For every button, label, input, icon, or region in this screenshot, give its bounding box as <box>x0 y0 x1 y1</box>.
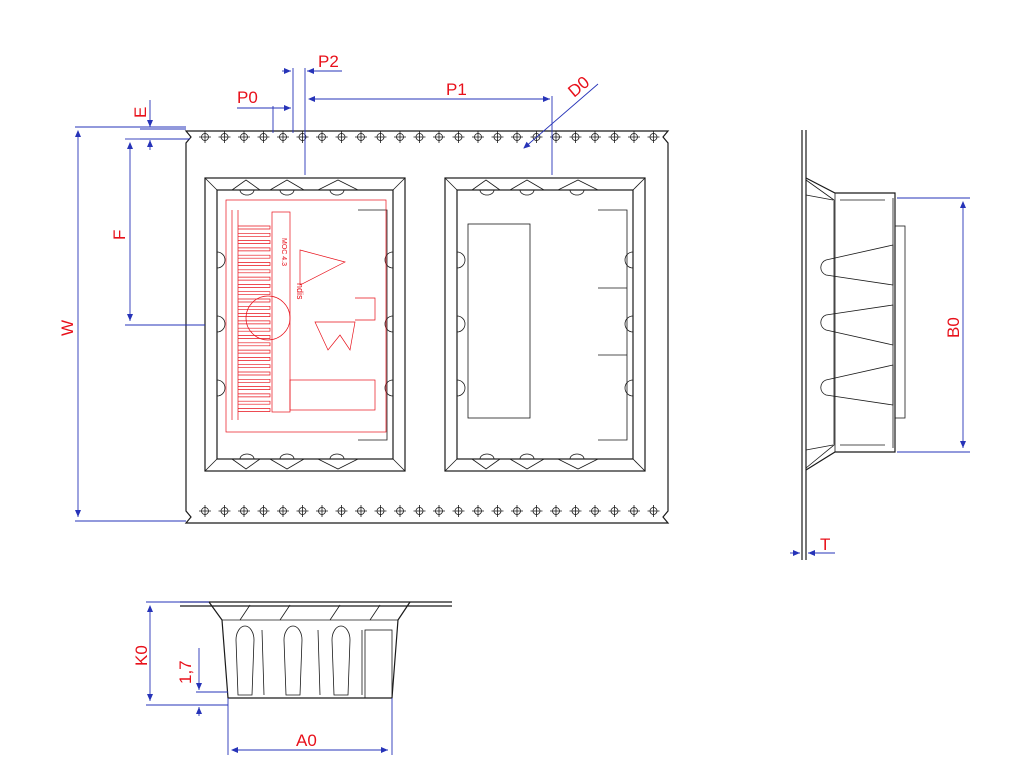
label-p0: P0 <box>237 88 258 107</box>
sprocket-holes <box>199 131 660 517</box>
component-pin <box>238 276 271 281</box>
sprocket-crosshair <box>335 131 348 143</box>
component-pin <box>238 364 271 369</box>
label-1-7: 1,7 <box>176 660 195 684</box>
sprocket-crosshair <box>394 131 406 143</box>
label-f: F <box>110 230 129 240</box>
sprocket-crosshair <box>374 131 387 143</box>
sprocket-crosshair <box>199 505 211 517</box>
component-pin <box>238 240 271 244</box>
chip-marking-2: ndis <box>295 283 305 300</box>
sprocket-crosshair <box>296 131 309 143</box>
sprocket-crosshair <box>608 505 621 517</box>
sprocket-crosshair <box>433 505 445 517</box>
sprocket-crosshair <box>335 505 348 517</box>
sprocket-crosshair <box>374 505 387 517</box>
sprocket-crosshair <box>491 131 504 143</box>
sprocket-crosshair <box>296 505 309 517</box>
sprocket-crosshair <box>589 131 601 143</box>
sprocket-crosshair <box>569 131 582 143</box>
sprocket-crosshair <box>511 505 523 517</box>
sprocket-crosshair <box>550 505 562 517</box>
label-d0: D0 <box>564 73 593 102</box>
component-pin <box>238 400 271 405</box>
sprocket-crosshair <box>238 505 250 517</box>
component-pin <box>238 349 271 354</box>
sprocket-crosshair <box>199 131 211 143</box>
sprocket-crosshair <box>257 131 270 143</box>
label-p2: P2 <box>318 52 339 71</box>
sprocket-crosshair <box>530 505 543 517</box>
sprocket-crosshair <box>589 505 601 517</box>
sprocket-crosshair <box>316 131 328 143</box>
component-pin <box>238 232 271 237</box>
sprocket-crosshair <box>218 131 231 143</box>
sprocket-crosshair <box>608 131 621 143</box>
component-pin <box>238 371 271 376</box>
component-pin <box>238 247 271 252</box>
component-pin <box>238 342 271 347</box>
side-view <box>790 130 970 560</box>
label-e: E <box>131 107 150 118</box>
component-pin <box>238 254 271 259</box>
sprocket-crosshair <box>647 131 660 143</box>
label-b0: B0 <box>944 317 963 338</box>
label-p1: P1 <box>446 80 467 99</box>
front-view <box>146 601 452 755</box>
sprocket-crosshair <box>628 131 640 143</box>
component-pin <box>238 408 271 412</box>
sprocket-crosshair <box>472 505 484 517</box>
component-pins <box>238 225 271 412</box>
component-pin <box>238 269 271 274</box>
tape-outline <box>184 130 670 524</box>
component-pin <box>238 225 271 230</box>
dimension-lines <box>75 68 599 522</box>
component-pin <box>238 378 271 383</box>
sprocket-crosshair <box>628 505 640 517</box>
sprocket-crosshair <box>491 505 504 517</box>
pocket-left <box>204 177 406 472</box>
sprocket-crosshair <box>413 131 426 143</box>
label-k0: K0 <box>132 645 151 666</box>
component-pin <box>238 386 271 390</box>
component-pin <box>238 305 271 310</box>
sprocket-crosshair <box>277 131 289 143</box>
chip-marking-1: MOC 4.3 <box>280 238 287 266</box>
sprocket-crosshair <box>452 505 465 517</box>
sprocket-crosshair <box>452 131 465 143</box>
label-w: W <box>58 320 77 336</box>
sprocket-crosshair <box>218 505 231 517</box>
component-pin <box>238 313 271 317</box>
sprocket-crosshair <box>569 505 582 517</box>
component-pin <box>238 335 271 339</box>
label-a0: A0 <box>296 731 317 750</box>
component-pin <box>238 320 271 325</box>
component-pin <box>238 262 271 266</box>
component-pin <box>238 327 271 332</box>
sprocket-crosshair <box>355 131 367 143</box>
sprocket-crosshair <box>277 505 289 517</box>
component-pin <box>238 393 271 398</box>
sprocket-crosshair <box>257 505 270 517</box>
component-pin <box>238 291 271 296</box>
component-pin <box>238 284 271 288</box>
component-outline: MOC 4.3 ndis <box>225 199 387 433</box>
label-t: T <box>820 535 830 554</box>
sprocket-crosshair <box>433 131 445 143</box>
component-pin <box>238 357 271 361</box>
sprocket-crosshair <box>511 131 523 143</box>
sprocket-crosshair <box>316 505 328 517</box>
sprocket-crosshair <box>472 131 484 143</box>
dimension-labels: E P0 P2 P1 D0 W F B0 T K0 1,7 A0 <box>58 52 963 750</box>
top-view: MOC 4.3 ndis <box>75 68 670 524</box>
sprocket-crosshair <box>394 505 406 517</box>
sprocket-crosshair <box>355 505 367 517</box>
sprocket-crosshair <box>647 505 660 517</box>
sprocket-crosshair <box>413 505 426 517</box>
pocket-right <box>444 177 646 472</box>
sprocket-crosshair <box>238 131 250 143</box>
component-pin <box>238 298 271 303</box>
